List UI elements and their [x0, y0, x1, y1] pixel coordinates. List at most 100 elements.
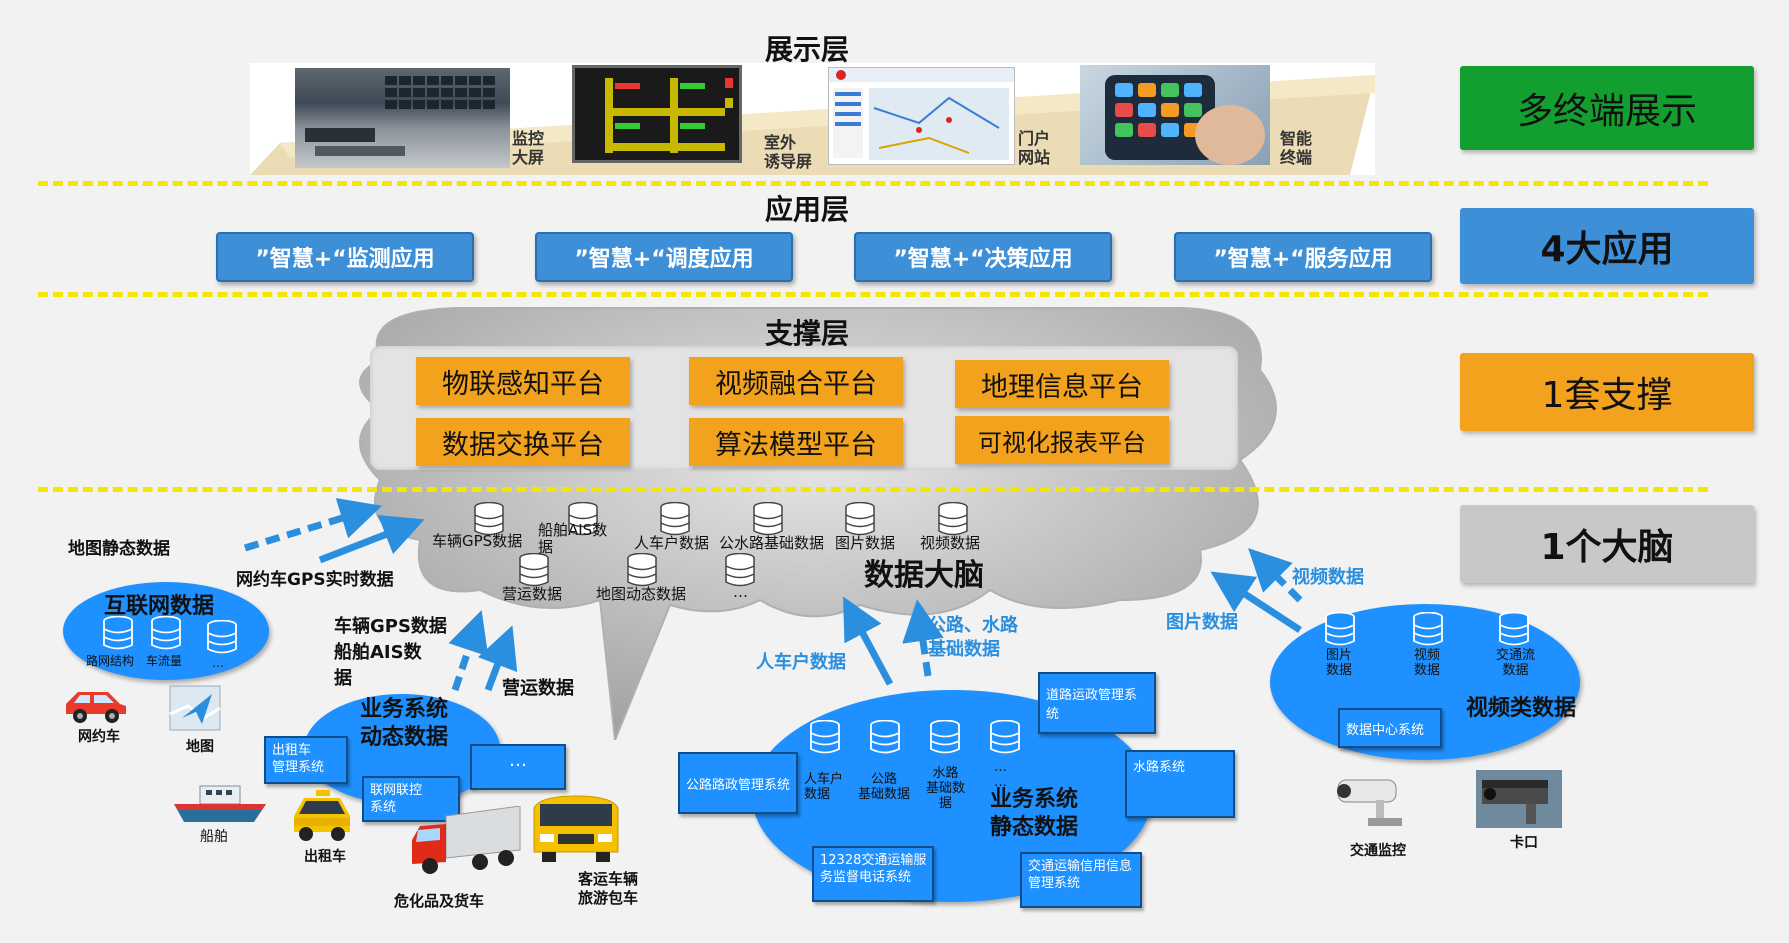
display-layer-title: 展示层 — [764, 33, 849, 66]
video-db-video-icon — [1412, 612, 1444, 646]
brain-db-ais-label: 船舶AIS数 据 — [538, 521, 608, 556]
internet-db-road-icon — [102, 616, 134, 650]
internet-data-title: 互联网数据 — [104, 594, 215, 619]
brain-db-map-dynamic-label: 地图动态数据 — [596, 585, 687, 603]
video-data-center-system[interactable]: 数据中心系统 — [1338, 708, 1442, 748]
video-db-traffic-icon — [1498, 612, 1530, 646]
static-feed-label-road-water: 公路、水路 基础数据 — [928, 615, 1018, 660]
passenger-bus-icon — [533, 795, 619, 862]
display-label-monitor: 监控 大屏 — [512, 129, 545, 167]
checkpoint-camera-icon — [1476, 770, 1562, 828]
hazmat-truck-icon — [412, 806, 521, 874]
platform-algorithm[interactable]: 算法模型平台 — [689, 418, 903, 466]
internet-db-road-label: 路网结构 — [86, 654, 135, 668]
side-label-brain: 1个大脑 — [1460, 505, 1754, 583]
platform-video[interactable]: 视频融合平台 — [689, 357, 903, 405]
platform-iot[interactable]: 物联感知平台 — [416, 357, 630, 405]
gps-realtime-label: 网约车GPS实时数据 — [236, 570, 394, 590]
static-system-credit[interactable]: 交通运输信用信息 管理系统 — [1020, 852, 1142, 908]
video-data-title: 视频类数据 — [1466, 696, 1577, 721]
video-feed-label-video: 视频数据 — [1292, 567, 1364, 588]
brain-db-person-icon — [659, 502, 691, 536]
ship-label: 船舶 — [200, 829, 228, 845]
app-decision-button[interactable]: ”智慧+“决策应用 — [854, 232, 1112, 282]
brain-db-person-label: 人车户数据 — [634, 534, 710, 552]
ride-hailing-label: 网约车 — [78, 729, 120, 745]
brain-db-video-label: 视频数据 — [920, 534, 981, 552]
static-feed-label-person: 人车户数据 — [756, 652, 846, 673]
brain-db-image-icon — [844, 502, 876, 536]
static-db-person-icon — [809, 720, 841, 754]
dynamic-system-taxi[interactable]: 出租车 管理系统 — [264, 736, 348, 784]
brain-db-road-water-icon — [752, 502, 784, 536]
display-label-portal: 门户 网站 — [1018, 129, 1051, 167]
platform-exchange[interactable]: 数据交换平台 — [416, 418, 630, 466]
static-db-person-label: 人车户 数据 — [804, 772, 844, 802]
outdoor-screen-image — [572, 65, 742, 163]
display-label-terminal: 智能 终端 — [1280, 129, 1313, 167]
brain-db-ops-label: 营运数据 — [502, 585, 563, 603]
side-label-support: 1套支撑 — [1460, 353, 1754, 431]
static-system-road-admin[interactable]: 公路路政管理系统 — [678, 752, 798, 814]
brain-db-more-icon — [724, 553, 756, 587]
divider-2 — [38, 292, 1708, 297]
ship-icon — [174, 785, 266, 822]
video-db-video-label: 视频 数据 — [1414, 648, 1441, 678]
brain-db-map-dynamic-icon — [626, 553, 658, 587]
brain-db-video-icon — [937, 502, 969, 536]
video-db-image-label: 图片 数据 — [1326, 648, 1353, 678]
divider-3 — [38, 487, 1708, 492]
smart-terminal-image — [1080, 65, 1270, 165]
dynamic-feed-label-ops: 营运数据 — [502, 678, 574, 699]
static-db-water-icon — [929, 720, 961, 754]
video-db-traffic-label: 交通流 数据 — [1496, 648, 1536, 678]
video-db-image-icon — [1324, 612, 1356, 646]
brain-db-image-label: 图片数据 — [835, 534, 896, 552]
app-service-button[interactable]: ”智慧+“服务应用 — [1174, 232, 1432, 282]
display-strip: 监控 大屏 室外 诱导屏 门户 网站 — [250, 63, 1375, 175]
platform-gis[interactable]: 地理信息平台 — [955, 360, 1169, 408]
internet-db-more-label: … — [212, 656, 224, 670]
static-system-waterway[interactable]: 水路系统 — [1125, 750, 1235, 818]
passenger-bus-label: 客运车辆 旅游包车 — [578, 870, 639, 907]
map-label: 地图 — [186, 739, 214, 755]
traffic-camera-icon — [1337, 779, 1402, 826]
traffic-camera-label: 交通监控 — [1350, 843, 1406, 859]
brain-db-ops-icon — [518, 553, 550, 587]
data-brain-title: 数据大脑 — [864, 558, 984, 593]
static-system-road-transport[interactable]: 道路运政管理系统 — [1038, 672, 1156, 734]
static-data-title: 业务系统 静态数据 — [990, 787, 1079, 840]
brain-db-road-water-label: 公水路基础数据 — [719, 534, 825, 552]
checkpoint-camera-label: 卡口 — [1510, 835, 1538, 851]
display-label-outdoor: 室外 诱导屏 — [764, 133, 813, 171]
app-monitor-button[interactable]: ”智慧+“监测应用 — [216, 232, 474, 282]
dynamic-system-joint-control[interactable]: 联网联控 系统 — [362, 776, 460, 822]
platform-report[interactable]: 可视化报表平台 — [955, 416, 1169, 464]
dynamic-data-title: 业务系统 动态数据 — [360, 697, 449, 750]
taxi-label: 出租车 — [304, 849, 346, 865]
support-layer-title: 支撑层 — [764, 317, 849, 350]
map-static-data-label: 地图静态数据 — [68, 539, 170, 559]
ride-hailing-car-icon — [66, 692, 126, 723]
taxi-icon — [294, 790, 350, 841]
side-label-terminal: 多终端展示 — [1460, 66, 1754, 150]
static-db-water-label: 水路 基础数 据 — [926, 766, 966, 811]
monitor-screen-image — [295, 68, 510, 168]
hazmat-truck-label: 危化品及货车 — [394, 892, 485, 910]
side-label-apps: 4大应用 — [1460, 208, 1754, 284]
static-db-more-icon — [989, 720, 1021, 754]
map-app-icon — [169, 685, 221, 731]
app-dispatch-button[interactable]: ”智慧+“调度应用 — [535, 232, 793, 282]
static-system-12328[interactable]: 12328交通运输服 务监督电话系统 — [812, 846, 934, 902]
video-feed-label-image: 图片数据 — [1166, 612, 1238, 633]
static-db-road-icon — [869, 720, 901, 754]
brain-db-more-label: … — [733, 583, 748, 601]
static-db-more-label: … … — [994, 760, 1007, 790]
application-layer-title: 应用层 — [764, 193, 849, 226]
static-db-road-label: 公路 基础数据 — [858, 772, 911, 802]
brain-db-gps-label: 车辆GPS数据 — [432, 532, 523, 550]
internet-db-flow-label: 车流量 — [146, 654, 183, 668]
portal-site-image — [828, 67, 1015, 165]
dynamic-system-more[interactable]: … — [470, 744, 566, 790]
dynamic-feed-label-gps-ais: 车辆GPS数据 船舶AIS数 据 — [334, 616, 447, 689]
